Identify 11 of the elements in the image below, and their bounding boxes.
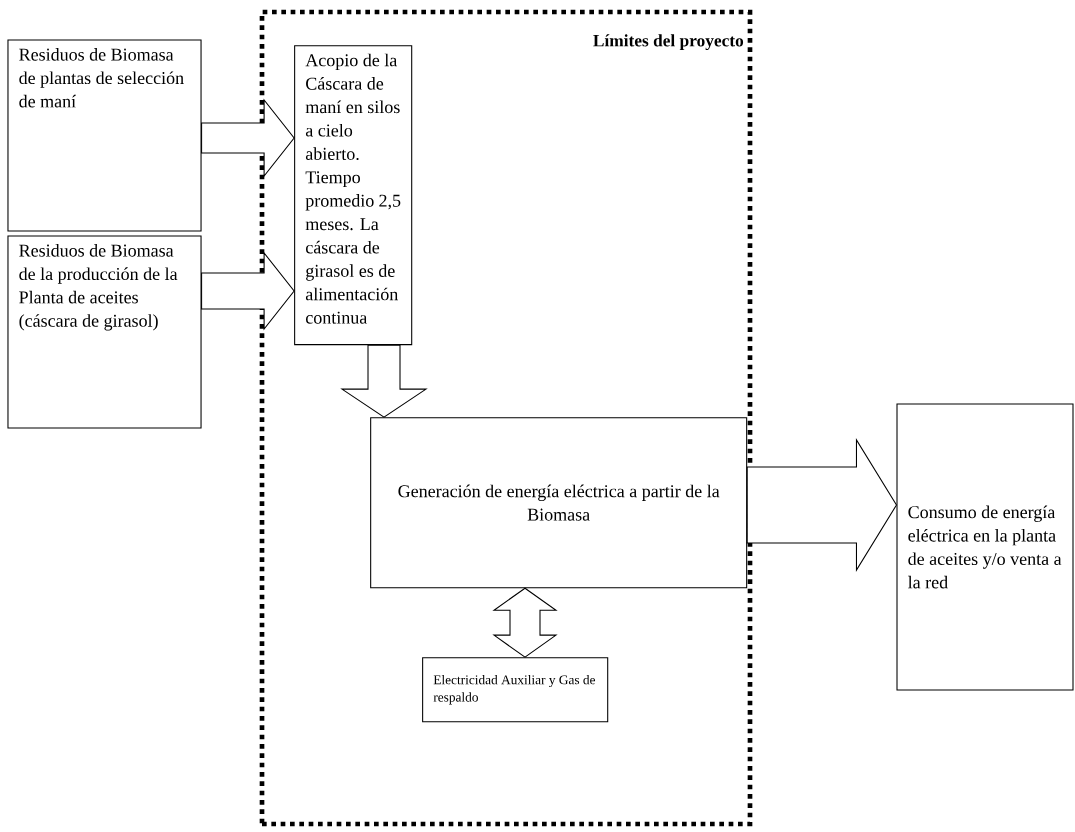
process-box: Generación de energía eléctrica a partir de la Biomasa [370, 417, 748, 589]
process-box: Residuos de Biomasa de plantas de selección de maní [7, 39, 202, 232]
block-arrow [340, 344, 428, 418]
block-arrow [492, 587, 558, 658]
block-arrow [201, 251, 295, 331]
process-box: Electricidad Auxiliar y Gas de respaldo [422, 657, 609, 723]
process-box: Consumo de energía eléctrica en la planta de aceites y/o venta a la red [896, 403, 1074, 691]
block-arrow [201, 98, 295, 178]
process-box: Acopio de la Cáscara de maní en silos a cielo abierto. Tiempo promedio 2,5 meses. La cáscara de girasol es de alimentación continua [294, 45, 413, 346]
process-box: Residuos de Biomasa de la producción de la Planta de aceites (cáscara de girasol) [7, 235, 202, 429]
block-arrow [746, 438, 898, 572]
